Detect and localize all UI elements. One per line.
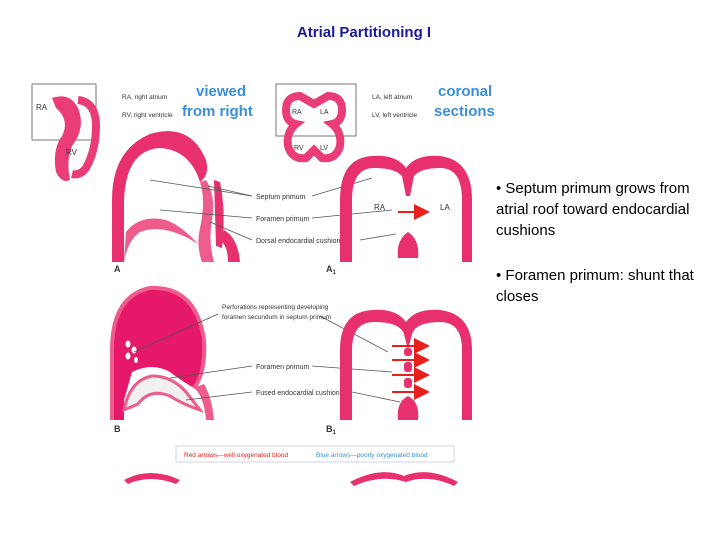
bullet-foramen-primum: • Foramen primum: shunt that closes bbox=[496, 267, 694, 305]
legend-right-la: LA, left atrium bbox=[372, 94, 412, 101]
label-perforations-1: Perforations representing developing bbox=[222, 304, 329, 311]
panel-b1-coronal: B1 bbox=[326, 309, 472, 436]
panel-a-label: A bbox=[114, 264, 121, 274]
panel-a-side-view: A bbox=[112, 131, 240, 274]
inset-right-view: RA RV bbox=[31, 83, 101, 181]
legend-left-ra: RA, right atrium bbox=[122, 94, 167, 101]
label-perforations-2: foramen secundum in septum primum bbox=[222, 314, 331, 321]
label-fused-cushions: Fused endocardial cushions bbox=[256, 390, 344, 397]
pointer-lines-bottom bbox=[133, 313, 401, 403]
legend-blue-arrows: Blue arrows—poorly oxygenated blood bbox=[316, 452, 428, 459]
label-septum-primum: Septum primum bbox=[256, 194, 306, 201]
legend-red-arrows: Red arrows—well oxygenated blood bbox=[184, 452, 288, 459]
panel-b1-label: B1 bbox=[326, 424, 337, 436]
heading-from-right: from right bbox=[182, 103, 253, 120]
label-dorsal-cushions: Dorsal endocardial cushions bbox=[256, 238, 344, 245]
panel-a1-label: A1 bbox=[326, 264, 337, 276]
legend-left-rv: RV, right ventricle bbox=[122, 112, 173, 119]
legend-right-lv: LV, left ventricle bbox=[372, 112, 418, 119]
panel-b-label: B bbox=[114, 424, 121, 434]
heading-sections: sections bbox=[434, 103, 495, 120]
inset-label-ra2: RA bbox=[292, 109, 302, 116]
panel-a1-coronal: RA LA A1 bbox=[326, 155, 472, 276]
pointer-lines-top bbox=[149, 177, 397, 241]
inset-label-lv: LV bbox=[320, 145, 328, 152]
section-label-la: LA bbox=[440, 203, 450, 212]
inset-label-rv: RV bbox=[66, 148, 78, 157]
label-foramen-primum-top: Foramen primum bbox=[256, 216, 309, 223]
section-label-ra: RA bbox=[374, 203, 386, 212]
inset-label-rv2: RV bbox=[294, 145, 304, 152]
inset-label-la: LA bbox=[320, 109, 329, 116]
heading-coronal: coronal bbox=[438, 83, 492, 100]
slide-title: Atrial Partitioning I bbox=[296, 24, 432, 41]
heading-viewed: viewed bbox=[196, 83, 246, 100]
inset-coronal: RA LA RV LV bbox=[275, 83, 357, 163]
inset-label-ra: RA bbox=[36, 103, 48, 112]
panel-b-side-view: B bbox=[110, 285, 214, 434]
bullet-septum-primum: • Septum primum grows from atrial roof t… bbox=[496, 180, 690, 239]
cropped-next-panel bbox=[124, 472, 458, 486]
blood-color-legend: Red arrows—well oxygenated blood Blue ar… bbox=[175, 445, 455, 463]
label-foramen-primum-bottom: Foramen primum bbox=[256, 364, 309, 371]
